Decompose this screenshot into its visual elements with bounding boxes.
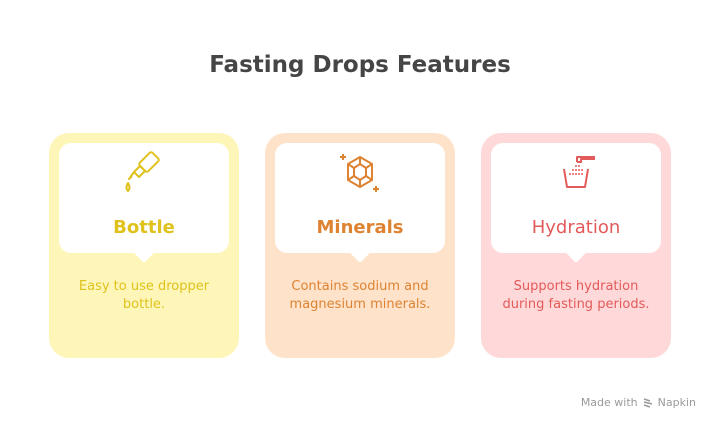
card-description: Supports hydration during fasting period… [502, 279, 650, 312]
water-glass-icon [563, 156, 595, 188]
card-header: Minerals [275, 143, 445, 253]
dropper-bottle-icon [125, 151, 160, 192]
page-title: Fasting Drops Features [209, 52, 511, 78]
card-title: Bottle [113, 217, 175, 238]
made-with-napkin[interactable]: Made with Napkin [581, 396, 696, 409]
card-description: Easy to use dropper bottle. [78, 279, 210, 312]
footer-label: Made with [580, 396, 638, 409]
card-title: Minerals [316, 217, 404, 238]
card-hydration: Hydration Supports hydration during fast… [481, 133, 671, 358]
card-header: Bottle [59, 143, 229, 253]
card-bottle: Bottle Easy to use dropper bottle. [49, 133, 239, 358]
card-description: Contains sodium and magnesium minerals. [289, 279, 431, 312]
gem-icon [340, 154, 379, 192]
card-minerals: Minerals Contains sodium and magnesium m… [265, 133, 455, 358]
card-title: Hydration [531, 217, 621, 238]
card-header: Hydration [491, 143, 661, 253]
footer-brand: Napkin [657, 396, 696, 409]
napkin-logo-icon [643, 397, 652, 408]
